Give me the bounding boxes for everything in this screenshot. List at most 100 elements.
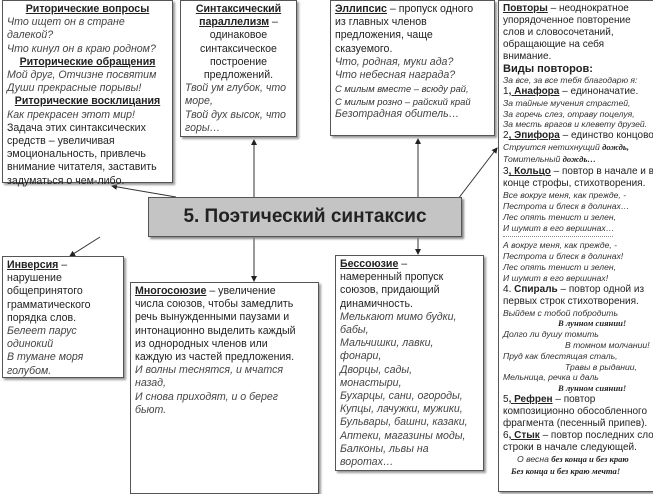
item-number: 5 [503,393,509,405]
definition-line: строки в начале следующей. [503,441,637,453]
example-line: Бухарцы, сани, огороды, [340,390,463,403]
example-line: Что кинул он в краю родном? [7,42,156,55]
definition-line: внимание. [503,51,552,62]
definition-line: одинаковое [209,29,268,42]
definition-line: – пропуск одного [386,3,474,15]
example-line: За все, за все тебя благодарю я: [503,75,638,85]
rhetorical-questions-heading: Риторические вопросы [25,3,150,15]
example-line: Долго ли душу томить [503,329,599,340]
definition-line: каждую из частей предложения. [135,351,295,364]
definition-line: предложения, чаще [335,29,433,42]
ellipsis-box: Эллипсис – пропуск одного из главных чле… [330,0,495,136]
definition-line: первых строк стихотворения. [503,295,639,307]
purpose-line: эмоциональность, привлечь [7,148,146,161]
definition-line: – неоднократное [547,3,629,14]
definition-line: – повтор одной из [557,283,645,295]
epiphora-heading: Эпифора [514,130,560,142]
definition-line: речь вынужденными паузами и [135,311,290,324]
example-line: Томительный [503,154,563,165]
example-line: И снова приходят, и о берег [135,390,278,403]
item-number: 2 [503,130,509,142]
purpose-line: задуматься о чем-либо. [7,174,125,187]
rhetorical-address-heading: Риторические обращения [19,55,156,68]
parallelism-box: Синтаксический параллелизм – одинаковое … [180,0,297,137]
example-line: голубом. [7,364,52,377]
definition-line: намеренный пропуск [340,271,444,284]
spiral-heading: Спираль [514,283,558,295]
definition-line: числа союзов, чтобы замедлить [135,298,294,311]
example-line: В томном молчании! [565,339,650,350]
definition-line: – единство концовок. [559,130,653,142]
example-line: Как прекрасен этот мир! [7,108,136,121]
example-line: монастыри, [340,376,402,389]
definition-line: – повтор в начале и в [550,166,653,178]
item-number: 1 [503,85,509,97]
item-number: 3 [503,166,509,178]
example-line: Мальчишки, лавки, [340,337,434,350]
repetitions-heading: Повторы [503,3,548,14]
definition-line: из главных членов [335,16,427,29]
dash: – [58,259,68,271]
example-line: И шумит в его вершинах! [503,272,609,283]
definition-line: грамматического [7,298,91,311]
definition-line: упорядоченное повторение [503,15,631,26]
example-line: Пруд как блестящая сталь, [503,350,618,361]
example-line: С милым розно – райский край [335,96,471,108]
example-line: Твой ум глубок, что [185,82,286,95]
ellipsis-heading: Эллипсис [335,3,387,15]
definition-line: предложений. [203,69,274,82]
junction-heading: Стык [514,429,540,441]
example-line: фонари, [340,350,382,363]
parallelism-heading-2: параллелизм [199,16,270,29]
example-line: Белеет парус [7,325,77,338]
example-bold: без конца и без краю [551,453,629,464]
example-line: В лунном сиянии! [558,318,627,329]
definition-line: динамичность. [340,297,413,310]
definition-line: фрагмента (песенный припев). [503,417,648,429]
separator-dots [503,236,613,238]
example-line: В лунном сиянии! [558,383,627,394]
example-line: назад, [135,377,166,390]
example-line: За горечь слез, отраву поцелуя, [503,108,635,119]
definition-line: построение [209,55,268,68]
arrow-to-repetitions [457,147,498,200]
polysyndeton-heading: Многосоюзие [135,285,207,297]
definition-line: синтаксическое [200,42,277,55]
example-line: Аптеки, магазины моды, [340,429,466,442]
example-line: воротах… [340,456,394,469]
definition-line: интонационно выделить каждый [135,324,296,337]
example-line: Лес опять тенист и зелен, [503,261,617,272]
example-line: Твой дух высок, что [185,108,286,121]
example-line: бабы, [340,324,369,337]
refrain-heading: Рефрен [514,393,553,405]
example-line: И волны теснятся, и мчатся [135,364,284,377]
definition-line: союзов, придающий [340,284,440,297]
definition-line: – единоначатие. [559,85,639,97]
example-line: О весна [517,453,552,464]
central-topic-title: 5. Поэтический синтаксис [148,197,462,237]
example-line: Дворцы, сады, [340,363,413,376]
example-line: Лес опять тенист и зелен, [503,211,617,222]
example-line: Пестрота и блеск в долинах… [503,200,630,211]
ring-heading: Кольцо [514,166,551,178]
example-line: Что, родная, муки ада? [335,55,454,68]
definition-line: обращающие на себя [503,39,605,50]
example-line: А вокруг меня, как прежде, - [503,240,617,251]
purpose-line: средств – увеличивая [7,135,115,148]
example-line: Выйдем с тобой побродить [503,307,618,318]
asyndeton-box: Бессоюзие – намеренный пропуск союзов, п… [335,255,484,471]
item-number: 6 [503,429,509,441]
example-line: бьют. [135,403,167,416]
example-line: море, [185,95,213,108]
definition-line: – повтор последних слов [539,429,653,441]
example-line: За месть врагов и клевету друзей. [503,119,648,130]
example-line: далекой? [7,29,54,42]
example-line: Бульвары, башни, казаки, [340,416,468,429]
definition-line: нарушение [7,272,62,285]
example-bold: дождь… [562,154,596,165]
definition-line: композиционно обособленного [503,405,648,417]
parallelism-heading: Синтаксический [195,3,282,15]
example-line: Купцы, лачужки, мужики, [340,403,463,416]
example-bold: дождь, [602,142,629,153]
repetitions-box: Повторы – неоднократное упорядоченное по… [498,0,653,492]
